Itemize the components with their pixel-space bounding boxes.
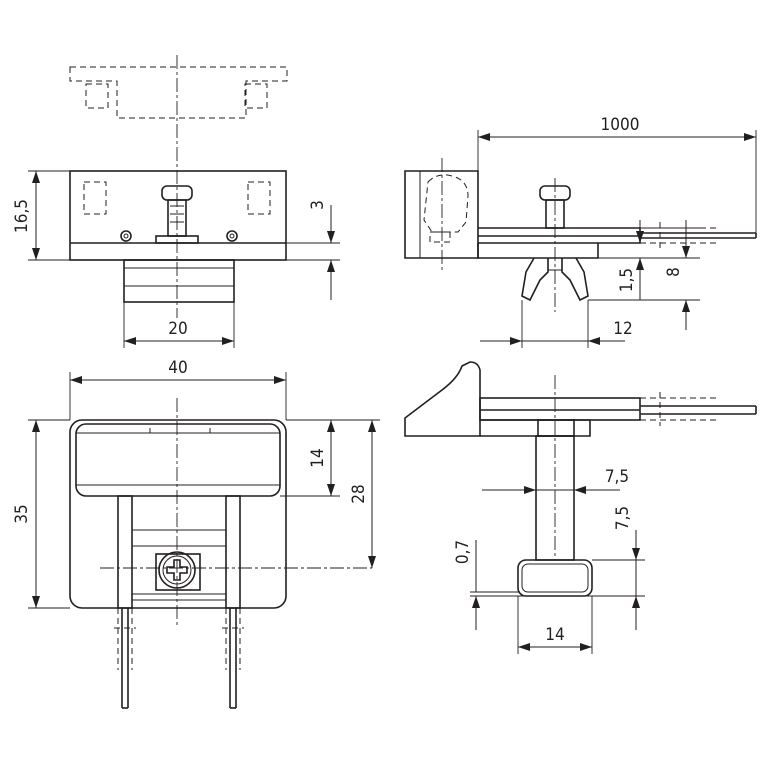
view-top-left: 16,5 3 20 xyxy=(12,55,340,348)
dim-35: 35 xyxy=(12,504,32,523)
dim-16-5: 16,5 xyxy=(12,199,32,233)
dim-20: 20 xyxy=(168,319,187,339)
dim-0-7: 0,7 xyxy=(453,540,473,564)
view-top-right: 1000 1,5 8 12 xyxy=(404,115,757,348)
dim-28: 28 xyxy=(349,484,369,503)
dim-7-5-rail: 7,5 xyxy=(613,506,633,530)
dim-7-5-stem: 7,5 xyxy=(605,467,629,487)
dim-14-rail: 14 xyxy=(545,625,564,645)
view-bottom-right: 7,5 7,5 0,7 14 xyxy=(404,361,757,654)
dim-1000: 1000 xyxy=(601,115,640,135)
dim-12: 12 xyxy=(613,319,632,339)
dim-8: 8 xyxy=(664,267,684,277)
dim-1-5: 1,5 xyxy=(617,268,637,292)
dim-3: 3 xyxy=(308,200,328,210)
dim-40: 40 xyxy=(168,358,187,378)
view-bottom-left: 40 35 14 28 xyxy=(12,358,380,709)
dim-14: 14 xyxy=(308,448,328,467)
